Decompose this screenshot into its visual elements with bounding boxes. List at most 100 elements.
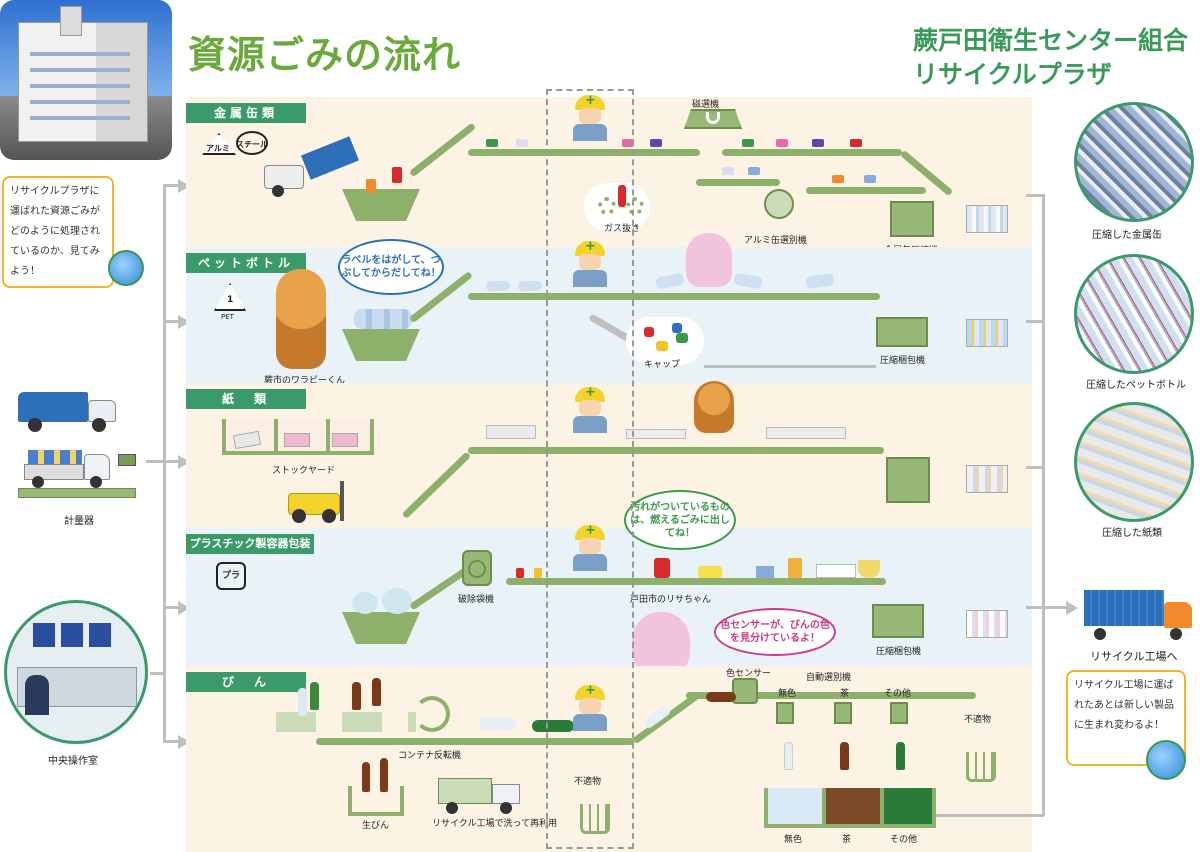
unfit-bin-2 xyxy=(966,752,996,782)
magnet-label: 磁選機 xyxy=(692,100,720,110)
worker-icon-glass xyxy=(571,683,609,731)
compressed-metal-label: 圧縮した金属缶 xyxy=(1092,230,1162,241)
lane-paper: 紙 類 ストックヤード xyxy=(186,381,1032,528)
container-truck-icon xyxy=(1084,590,1196,642)
plastic-baler-machine xyxy=(872,604,924,638)
forklift-icon xyxy=(282,481,362,523)
brown-bottle-icon xyxy=(840,742,849,770)
flow-arrow-plastic xyxy=(163,606,181,609)
manual-sorting-zone xyxy=(546,89,634,849)
reuse-label: リサイクル工場で洗って再利用 xyxy=(432,819,558,829)
plastic-bale xyxy=(966,610,1008,638)
metal-press-machine xyxy=(890,201,934,237)
flow-arrow-metal xyxy=(163,184,181,187)
unfit-label: 不適物 xyxy=(574,777,602,787)
paper-conveyor xyxy=(468,447,884,454)
plastic-baler-label: 圧縮梱包機 xyxy=(876,647,922,657)
out-label-brown: 茶 xyxy=(842,835,852,845)
steel-recycle-icon xyxy=(236,131,268,155)
risa-chan-mascot xyxy=(632,612,690,672)
sort-label-brown: 茶 xyxy=(840,689,850,699)
out-label-clear: 無色 xyxy=(784,835,803,845)
lane-label-pet: ペットボトル xyxy=(186,253,306,273)
magnet-icon xyxy=(706,112,720,124)
page-title: 資源ごみの流れ xyxy=(188,33,462,77)
lane-glass-bottles: び ん コンテナ反転機 色センサー 自動選別機 無色 茶 その他 不適物 無色 … xyxy=(186,666,1032,852)
scale-label: 計量器 xyxy=(64,516,94,527)
worker-icon-paper xyxy=(571,385,609,433)
color-sensor-machine xyxy=(732,678,758,704)
plaza-building-photo xyxy=(0,0,172,160)
unfit-label-2: 不適物 xyxy=(964,715,992,725)
metal-conveyor xyxy=(468,149,700,156)
warabi-kun-label: 蕨市のワラビーくん xyxy=(264,376,346,386)
pet-bale xyxy=(966,319,1008,347)
compressed-paper-photo xyxy=(1074,402,1194,522)
flow-arrow-to-factory xyxy=(1042,606,1068,609)
worker-icon-metal xyxy=(571,93,609,141)
compressed-pet-photo xyxy=(1074,254,1194,374)
warabi-kun-cheering xyxy=(694,381,734,433)
paper-bale xyxy=(966,465,1008,493)
pet-hopper xyxy=(342,329,420,361)
returnable-bottles-tray xyxy=(348,786,404,816)
compressed-metal-photo xyxy=(1074,102,1194,222)
out-label-other: その他 xyxy=(890,835,918,845)
compressed-pet-label: 圧縮したペットボトル xyxy=(1086,380,1186,391)
lane-label-metal: 金属缶類 xyxy=(186,103,306,123)
truck-on-scale-icon xyxy=(18,446,138,500)
warabi-kun-mascot xyxy=(276,269,326,369)
color-sensor-label: 色センサー xyxy=(726,669,772,679)
worker-icon-plastic xyxy=(571,523,609,571)
color-sensor-bubble: 色センサーが、びんの色を見分けているよ！ xyxy=(714,608,836,656)
lane-plastic-packaging: プラスチック製容器包装 プラ 破除袋機 汚れがついているものは、燃えるごみに出し… xyxy=(186,490,1032,672)
unfit-bin xyxy=(580,804,610,834)
plastic-conveyor xyxy=(506,578,886,585)
earth-mascot-icon xyxy=(108,250,144,286)
compressed-paper-label: 圧縮した紙類 xyxy=(1102,528,1162,539)
pet-baler-machine xyxy=(876,317,928,347)
delivery-truck-icon xyxy=(438,778,526,814)
clear-bottle-icon xyxy=(784,742,793,770)
auto-sorter-label: 自動選別機 xyxy=(806,673,852,683)
container-flipper-icon xyxy=(414,696,450,732)
gas-release-label: ガス抜き xyxy=(604,224,641,234)
stockyard-label: ストックヤード xyxy=(272,466,336,476)
metal-hopper xyxy=(342,189,420,221)
sort-label-clear: 無色 xyxy=(778,689,797,699)
earth-mascot-graduate-icon xyxy=(1146,740,1186,780)
operator-icon xyxy=(25,675,49,715)
pet-conveyor xyxy=(468,293,880,300)
intro-note: リサイクルプラザに運ばれた資源ごみがどのように処理されているのか、見てみよう！ xyxy=(2,176,114,288)
control-room-label: 中央操作室 xyxy=(48,756,98,767)
risa-chan-mascot-head xyxy=(686,233,732,287)
lane-metal-cans: 金属缶類 アルミ スチール ガス抜き 磁選機 アルミ缶選別機 金属缶圧縮機 xyxy=(186,97,1032,256)
metal-bale xyxy=(966,205,1008,233)
gas-can-icon xyxy=(618,185,626,207)
lane-pet-bottles: ペットボトル 1 PET 蕨市のワラビーくん ラベルをはがして、つぶしてからだし… xyxy=(186,233,1032,386)
bottle-crates xyxy=(276,712,416,732)
cullet-bins xyxy=(764,788,936,828)
pet-instruction-bubble: ラベルをはがして、つぶしてからだしてね！ xyxy=(338,239,444,295)
container-flipper-label: コンテナ反転機 xyxy=(398,751,462,761)
flow-arrow-paper xyxy=(163,460,181,463)
aluminum-sorter-icon xyxy=(764,189,794,219)
lane-label-glass: び ん xyxy=(186,672,306,692)
paper-baler-machine xyxy=(886,457,930,503)
sort-label-other: その他 xyxy=(884,689,912,699)
worker-icon-pet xyxy=(571,239,609,287)
dump-truck-icon xyxy=(264,136,360,197)
plastic-instruction-bubble: 汚れがついているものは、燃えるごみに出してね！ xyxy=(624,490,736,550)
bag-breaker-label: 破除袋機 xyxy=(458,595,495,605)
gear-icon-2 xyxy=(626,197,644,215)
cap-label: キャップ xyxy=(644,360,681,370)
raw-bottle-label: 生びん xyxy=(362,821,390,831)
green-bottle-icon xyxy=(896,742,905,770)
plastic-recycle-icon: プラ xyxy=(216,562,246,590)
organization-name: 蕨戸田衛生センター組合 リサイクルプラザ xyxy=(912,26,1188,89)
to-factory-label: リサイクル工場へ xyxy=(1090,650,1178,663)
pet-baler-label: 圧縮梱包機 xyxy=(880,356,926,366)
lane-label-paper: 紙 類 xyxy=(186,389,306,409)
lane-label-plastic: プラスチック製容器包装 xyxy=(186,534,314,554)
bag-breaker-machine xyxy=(462,550,492,586)
